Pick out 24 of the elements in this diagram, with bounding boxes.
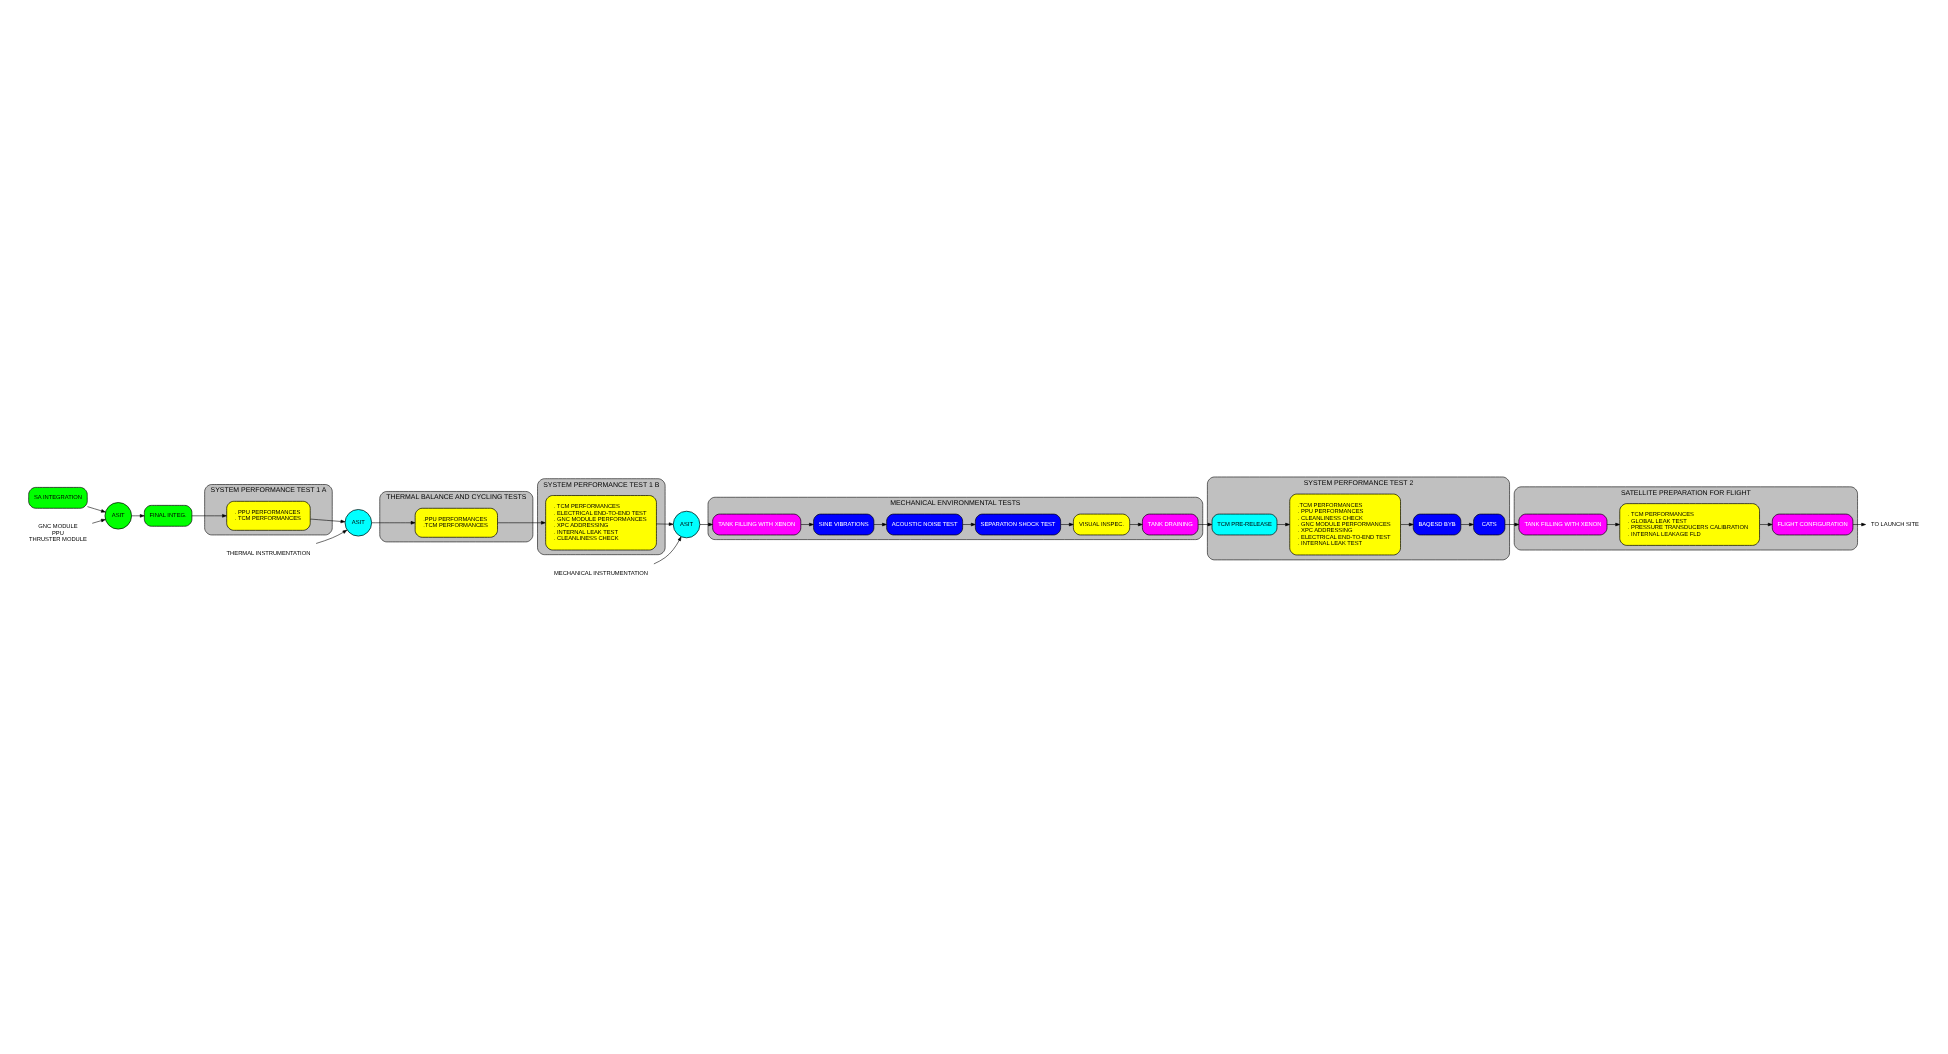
arrow — [309, 517, 346, 523]
arrow — [656, 521, 674, 525]
arrow — [1606, 521, 1620, 526]
arrow — [87, 505, 106, 512]
arrow — [191, 513, 227, 517]
arrow — [962, 521, 976, 526]
arrow — [873, 521, 887, 526]
arrow — [1852, 521, 1866, 526]
arrow — [699, 521, 713, 526]
arrow — [497, 520, 546, 524]
arrow — [371, 520, 416, 524]
arrow — [1759, 521, 1773, 526]
arrow — [131, 513, 145, 517]
arrow — [315, 528, 348, 543]
arrow — [1197, 521, 1213, 526]
arrow — [1504, 521, 1520, 526]
arrow — [1460, 521, 1474, 526]
arrow — [1129, 521, 1143, 526]
arrow — [1060, 521, 1074, 526]
arrow — [1276, 521, 1290, 526]
arrow — [1400, 521, 1414, 526]
arrow — [91, 517, 106, 523]
arrow — [800, 521, 814, 526]
arrow — [653, 535, 682, 564]
